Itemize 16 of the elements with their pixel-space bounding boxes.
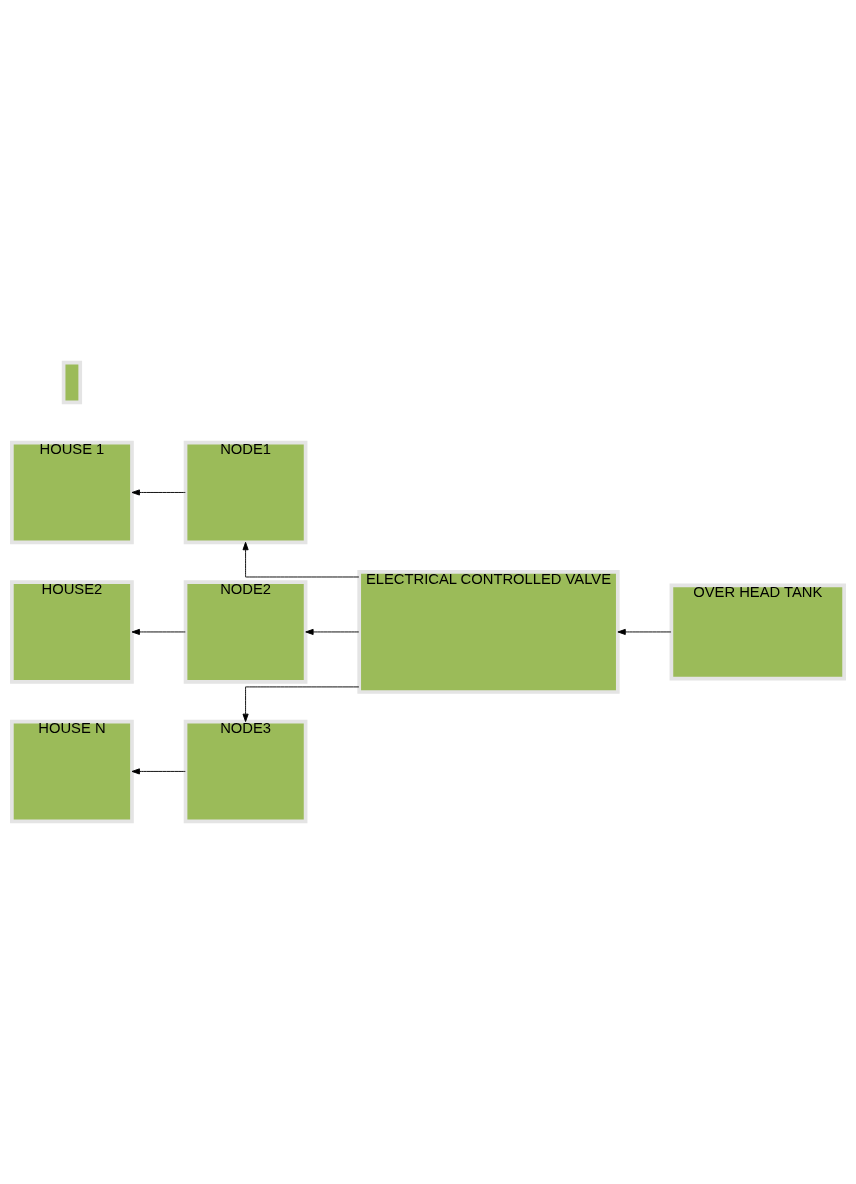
arrow xyxy=(131,768,186,775)
arrow xyxy=(305,628,360,635)
arrow xyxy=(242,686,360,722)
node-box: HOUSE 1 xyxy=(10,440,134,545)
node-box: HOUSE2 xyxy=(10,580,134,684)
arrow xyxy=(131,628,186,635)
node-bar xyxy=(61,360,83,405)
node-box: OVER HEAD TANK xyxy=(669,583,846,681)
node-box: ELECTRICAL CONTROLLED VALVE xyxy=(357,570,620,694)
node-box: NODE1 xyxy=(183,440,308,545)
node-box: HOUSE N xyxy=(10,719,134,824)
arrow xyxy=(242,541,360,578)
node-box: NODE3 xyxy=(183,719,308,824)
arrow xyxy=(131,489,186,496)
arrow xyxy=(617,628,672,635)
node-box: NODE2 xyxy=(183,580,308,684)
